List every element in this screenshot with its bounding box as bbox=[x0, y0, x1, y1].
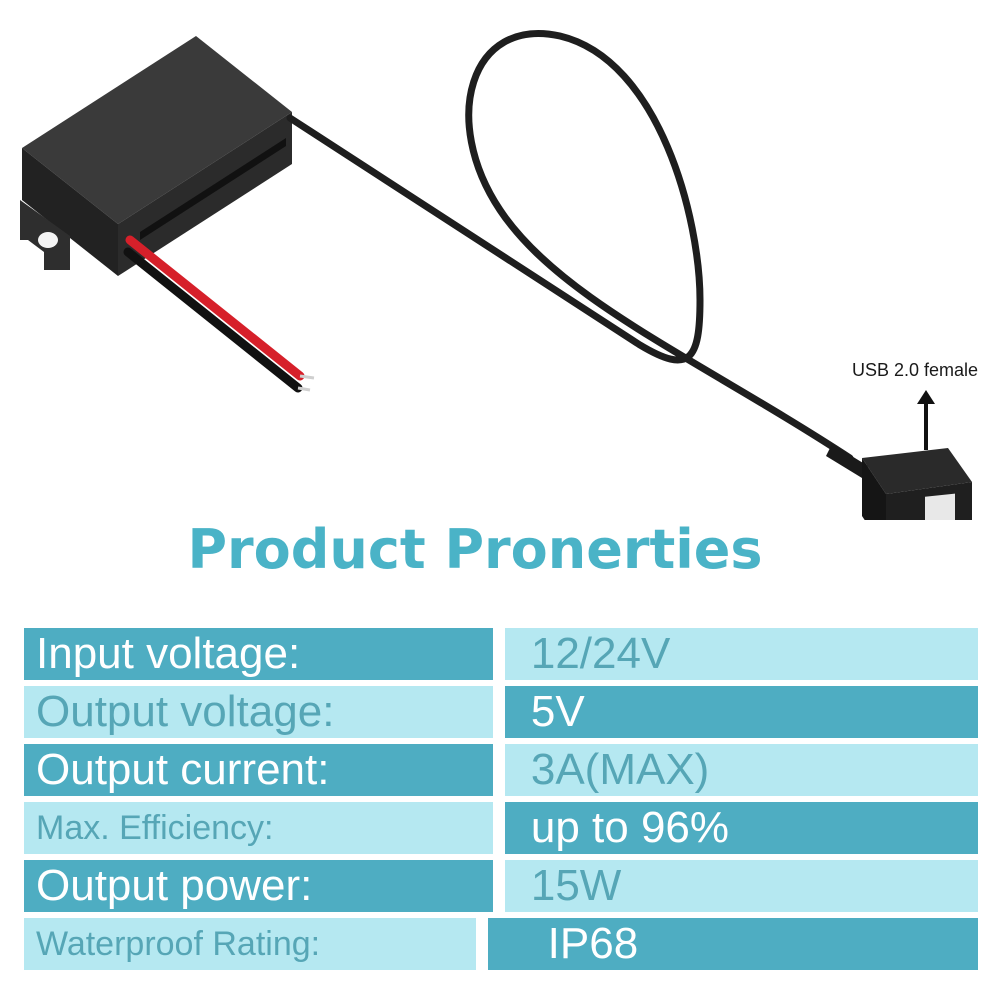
property-label: Output voltage: bbox=[24, 686, 493, 738]
table-row: Input voltage: 12/24V bbox=[24, 628, 978, 680]
converter-module bbox=[20, 36, 292, 276]
product-illustration bbox=[20, 30, 972, 520]
property-value: 3A(MAX) bbox=[504, 744, 978, 796]
table-row: Output voltage: 5V bbox=[24, 686, 978, 738]
page-title: Product Pronerties bbox=[187, 518, 763, 581]
property-label: Output current: bbox=[24, 744, 493, 796]
arrow-up-icon bbox=[917, 390, 935, 450]
property-value: 12/24V bbox=[504, 628, 978, 680]
property-value: 15W bbox=[504, 860, 978, 912]
table-row: Waterproof Rating: IP68 bbox=[24, 918, 978, 970]
property-label: Max. Efficiency: bbox=[24, 802, 493, 854]
input-wires bbox=[123, 235, 315, 393]
usb-cable bbox=[286, 30, 854, 462]
property-label: Output power: bbox=[24, 860, 493, 912]
usb-callout-label: USB 2.0 female bbox=[852, 360, 979, 380]
table-row: Output current: 3A(MAX) bbox=[24, 744, 978, 796]
usb-female-connector bbox=[862, 448, 972, 520]
property-value: IP68 bbox=[487, 918, 978, 970]
property-value: up to 96% bbox=[504, 802, 978, 854]
properties-table: Input voltage: 12/24V Output voltage: 5V… bbox=[24, 628, 978, 976]
strain-relief bbox=[826, 444, 868, 478]
table-row: Output power: 15W bbox=[24, 860, 978, 912]
table-row: Max. Efficiency: up to 96% bbox=[24, 802, 978, 854]
property-value: 5V bbox=[504, 686, 978, 738]
property-label: Waterproof Rating: bbox=[24, 918, 476, 970]
property-label: Input voltage: bbox=[24, 628, 493, 680]
